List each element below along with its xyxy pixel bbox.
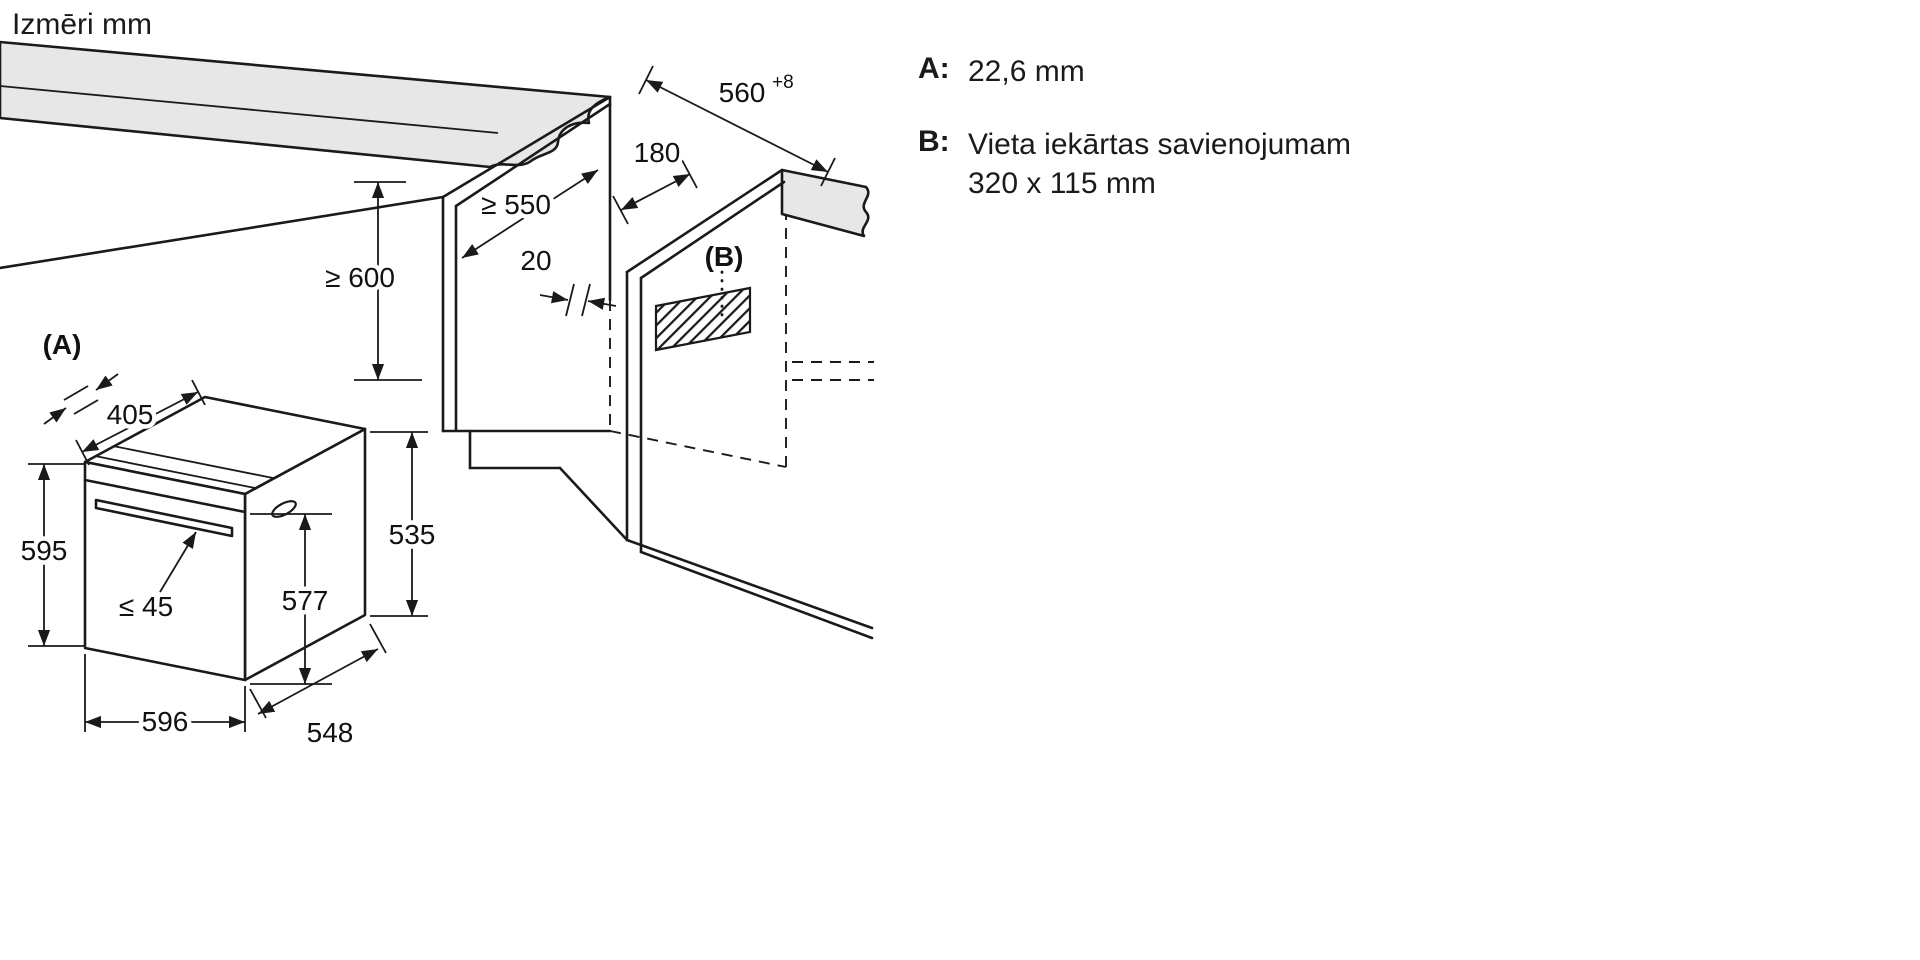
worktop-left [0, 40, 612, 169]
dim-rear-535: 535 [370, 431, 440, 617]
right-cabinet [625, 168, 874, 640]
dim-width-596-label: 596 [142, 706, 189, 737]
legend-row-a: A: 22,6 mm [918, 52, 1351, 91]
dim-depth-548: 548 [249, 623, 387, 753]
dim-strip-180: 180 [612, 133, 698, 225]
legend-value-b-line1: Vieta iekārtas savienojumam [968, 128, 1351, 161]
legend-value-a: 22,6 mm [968, 55, 1085, 88]
legend-key-a: A: [918, 52, 950, 85]
dim-rear-gap-20: 20 [516, 241, 617, 317]
dim-niche-depth-550: ≥ 550 [461, 169, 599, 259]
dim-top-depth-560: 560 +8 [638, 65, 836, 187]
connection-area-hatch [654, 286, 752, 352]
dim-height-595: 595 [16, 463, 84, 647]
dim-top-405-label: 405 [107, 399, 154, 430]
dim-rear-gap-label: 20 [520, 245, 551, 276]
dim-door-577: 577 [250, 513, 333, 685]
page-title: Izmēri mm [12, 8, 152, 41]
legend-value-b: Vieta iekārtas savienojumam 320 x 115 mm [968, 125, 1351, 203]
dimensions: 560 +8 180 ≥ 550 ≥ 600 [16, 65, 836, 753]
oven [83, 395, 367, 682]
oven-handle [94, 498, 234, 538]
dim-height-595-label: 595 [21, 535, 68, 566]
dim-door-577-label: 577 [282, 585, 329, 616]
dim-strip-label: 180 [634, 137, 681, 168]
dim-top-depth-tolerance: +8 [772, 72, 794, 93]
legend-key-b: B: [918, 125, 950, 158]
dim-niche-depth-label: ≥ 550 [481, 189, 551, 220]
dim-handle-45-label: ≤ 45 [119, 591, 173, 622]
dim-top-405: 405 [75, 379, 206, 466]
dim-rear-535-label: 535 [389, 519, 436, 550]
dim-handle-45: ≤ 45 [114, 531, 197, 627]
legend: A: 22,6 mm B: Vieta iekārtas savienojuma… [918, 52, 1351, 237]
dim-depth-548-label: 548 [307, 717, 354, 748]
dim-niche-height-600: ≥ 600 [321, 181, 422, 381]
legend-value-b-line2: 320 x 115 mm [968, 167, 1156, 200]
label-a: (A) [43, 329, 82, 360]
dim-width-596: 596 [84, 654, 246, 742]
oven-front-face [83, 460, 247, 682]
label-b: (B) [705, 241, 744, 272]
worktop-right-slab [780, 168, 870, 238]
dim-niche-height-label: ≥ 600 [325, 262, 395, 293]
dim-top-depth-label: 560 [719, 77, 766, 108]
worktop-left-slab [0, 40, 612, 169]
legend-row-b: B: Vieta iekārtas savienojumam 320 x 115… [918, 125, 1351, 203]
